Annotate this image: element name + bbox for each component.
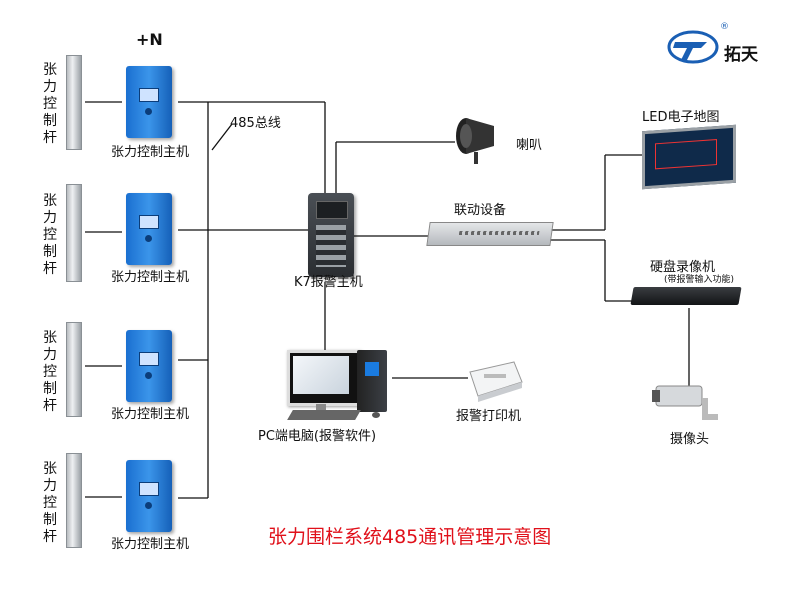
linkage-label: 联动设备 xyxy=(454,203,507,218)
power-label: +N xyxy=(136,30,163,49)
tension-controller xyxy=(126,330,172,402)
dvr-device xyxy=(630,287,742,305)
registered-mark: ® xyxy=(720,22,729,32)
pole-label: 张力控制杆 xyxy=(43,461,57,545)
speaker-icon xyxy=(456,118,494,164)
diagram-title: 张力围栏系统485通讯管理示意图 xyxy=(268,526,552,548)
pc-tower xyxy=(357,350,387,412)
controller-label: 张力控制主机 xyxy=(111,270,190,285)
controller-label: 张力控制主机 xyxy=(111,145,190,160)
controller-label: 张力控制主机 xyxy=(111,537,190,552)
pc-mouse xyxy=(372,412,380,418)
pc-keyboard xyxy=(287,410,361,420)
bus-label: 485总线 xyxy=(230,116,281,131)
camera-icon xyxy=(652,385,718,420)
pole-label: 张力控制杆 xyxy=(43,330,57,414)
printer-icon xyxy=(469,361,523,402)
tension-pole xyxy=(66,55,82,150)
tension-pole xyxy=(66,184,82,282)
printer-label: 报警打印机 xyxy=(456,409,522,424)
dvr-label: 硬盘录像机 xyxy=(650,260,716,275)
led-map-label: LED电子地图 xyxy=(642,110,720,125)
speaker-label: 喇叭 xyxy=(516,138,543,153)
pc-monitor xyxy=(287,350,361,406)
dvr-sublabel: (带报警输入功能) xyxy=(664,275,735,285)
bus-label-pointer xyxy=(211,123,233,151)
tension-pole xyxy=(66,322,82,417)
tension-controller xyxy=(126,66,172,138)
alarm-host-device xyxy=(308,193,354,277)
controller-label: 张力控制主机 xyxy=(111,407,190,422)
pole-label: 张力控制杆 xyxy=(43,193,57,277)
pc-stand xyxy=(316,404,326,412)
tension-controller xyxy=(126,460,172,532)
brand-name: 拓天 xyxy=(724,45,758,65)
camera-label: 摄像头 xyxy=(670,432,710,447)
pc-label: PC端电脑(报警软件) xyxy=(258,429,377,444)
led-map-screen xyxy=(642,124,736,190)
tuotian-logo-icon xyxy=(667,30,719,64)
tension-pole xyxy=(66,453,82,548)
linkage-device xyxy=(426,222,554,246)
tension-controller xyxy=(126,193,172,265)
alarm-host-label: K7报警主机 xyxy=(294,275,363,290)
pole-label: 张力控制杆 xyxy=(43,62,57,146)
